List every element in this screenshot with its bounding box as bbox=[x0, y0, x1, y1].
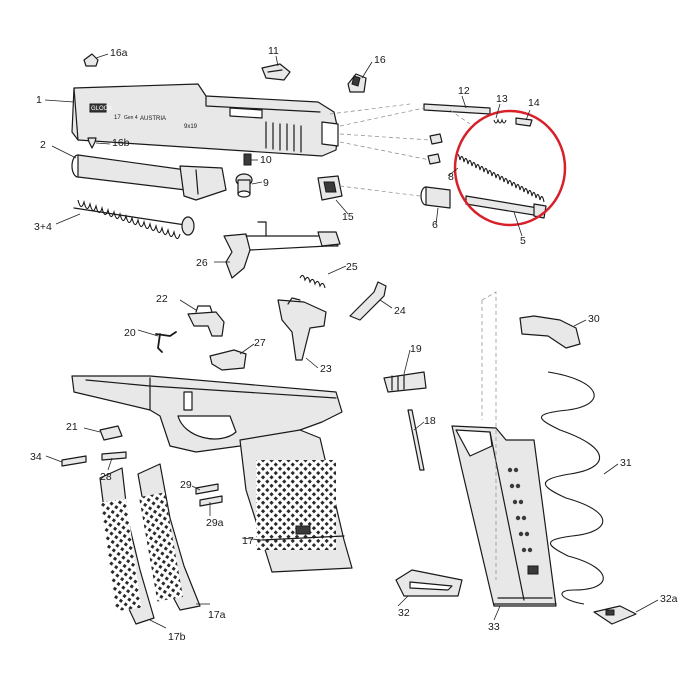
slide-logo-text: GLOCK bbox=[91, 106, 112, 112]
magazine-tube bbox=[451, 425, 557, 607]
slide-gen-text: Gen 4 bbox=[124, 115, 138, 121]
firing-pin-spring bbox=[455, 153, 545, 203]
label-25: 25 bbox=[346, 261, 358, 273]
label-29a: 29a bbox=[206, 517, 224, 529]
slide-lock bbox=[349, 281, 387, 321]
spring-loaded-bearing bbox=[243, 153, 252, 166]
label-10: 10 bbox=[260, 154, 272, 166]
slide-stop-spring bbox=[155, 331, 177, 353]
trigger-mechanism-housing bbox=[277, 299, 327, 361]
recoil-spring-assembly bbox=[73, 199, 195, 240]
trigger-spring bbox=[299, 274, 326, 289]
label-11: 11 bbox=[268, 45, 279, 57]
magazine-follower bbox=[519, 315, 581, 349]
label-8: 8 bbox=[448, 171, 454, 183]
label-30: 30 bbox=[588, 313, 600, 325]
label-17a-visible: 17a bbox=[208, 609, 226, 621]
magazine-spring bbox=[541, 371, 604, 605]
label-29: 29 bbox=[180, 479, 192, 491]
receiver-frame bbox=[71, 375, 353, 573]
label-15: 15 bbox=[342, 211, 354, 223]
label-16b: 16b bbox=[112, 137, 130, 149]
leader-lines bbox=[44, 53, 659, 629]
trigger-housing-pin-part bbox=[209, 349, 247, 371]
label-5: 5 bbox=[520, 235, 526, 247]
part-labels: 16a 1 11 16 12 13 14 16b 2 10 9 15 8 6 5… bbox=[30, 45, 678, 643]
label-16a: 16a bbox=[110, 47, 128, 59]
label-6: 6 bbox=[432, 219, 438, 231]
highlight-circle bbox=[453, 109, 567, 227]
label-23: 23 bbox=[320, 363, 332, 375]
label-3-4: 3+4 bbox=[34, 221, 52, 233]
slide: GLOCK 17 Gen 4 AUSTRIA 9x19 bbox=[71, 83, 339, 157]
label-1: 1 bbox=[36, 94, 42, 106]
slide-model-text: 17 bbox=[114, 115, 121, 121]
glock-logo-plate bbox=[89, 103, 107, 113]
firing-pin-safety-spring bbox=[493, 118, 507, 124]
trigger-housing-pin bbox=[195, 483, 219, 495]
spring-cups-rod bbox=[423, 103, 491, 115]
sight-screw bbox=[87, 137, 97, 149]
extractor bbox=[261, 63, 291, 81]
magazine-catch bbox=[383, 371, 427, 393]
label-26: 26 bbox=[196, 257, 208, 269]
label-17: 17 bbox=[242, 535, 254, 547]
slide-country-text: AUSTRIA bbox=[140, 116, 166, 122]
label-34: 34 bbox=[30, 451, 42, 463]
magazine-floor-plate bbox=[395, 569, 463, 597]
barrel bbox=[71, 154, 227, 201]
label-13: 13 bbox=[496, 93, 508, 105]
backstrap-medium bbox=[137, 463, 201, 611]
label-28: 28 bbox=[100, 471, 112, 483]
label-20: 20 bbox=[124, 327, 136, 339]
label-16: 16 bbox=[374, 54, 386, 66]
label-19: 19 bbox=[410, 343, 422, 355]
label-22: 22 bbox=[156, 293, 168, 305]
label-9: 9 bbox=[263, 177, 269, 189]
label-14: 14 bbox=[528, 97, 540, 109]
label-27: 27 bbox=[254, 337, 266, 349]
locking-block bbox=[187, 311, 225, 337]
label-24: 24 bbox=[394, 305, 406, 317]
label-32: 32 bbox=[398, 607, 410, 619]
label-33: 33 bbox=[488, 621, 500, 633]
label-12: 12 bbox=[458, 85, 470, 97]
channel-liner bbox=[420, 186, 451, 209]
locking-block-pin-pair bbox=[101, 451, 127, 461]
firing-pin-safety bbox=[515, 117, 533, 127]
spacer-sleeve bbox=[235, 173, 253, 198]
trigger-with-trigger-bar bbox=[223, 221, 341, 279]
slide-caliber-text: 9x19 bbox=[184, 124, 198, 130]
label-21: 21 bbox=[66, 421, 78, 433]
label-31: 31 bbox=[620, 457, 632, 469]
magazine-insert bbox=[593, 605, 637, 625]
label-2: 2 bbox=[40, 139, 46, 151]
trigger-pin bbox=[61, 455, 87, 467]
label-17b-visible: 17b bbox=[168, 631, 186, 643]
label-32a: 32a bbox=[660, 593, 678, 605]
magazine-catch-spring bbox=[407, 409, 425, 471]
label-18: 18 bbox=[424, 415, 436, 427]
slide-stop bbox=[99, 425, 123, 441]
backstrap-large bbox=[99, 467, 155, 625]
trigger-housing-pin-a bbox=[199, 495, 223, 507]
front-sight bbox=[83, 53, 99, 67]
